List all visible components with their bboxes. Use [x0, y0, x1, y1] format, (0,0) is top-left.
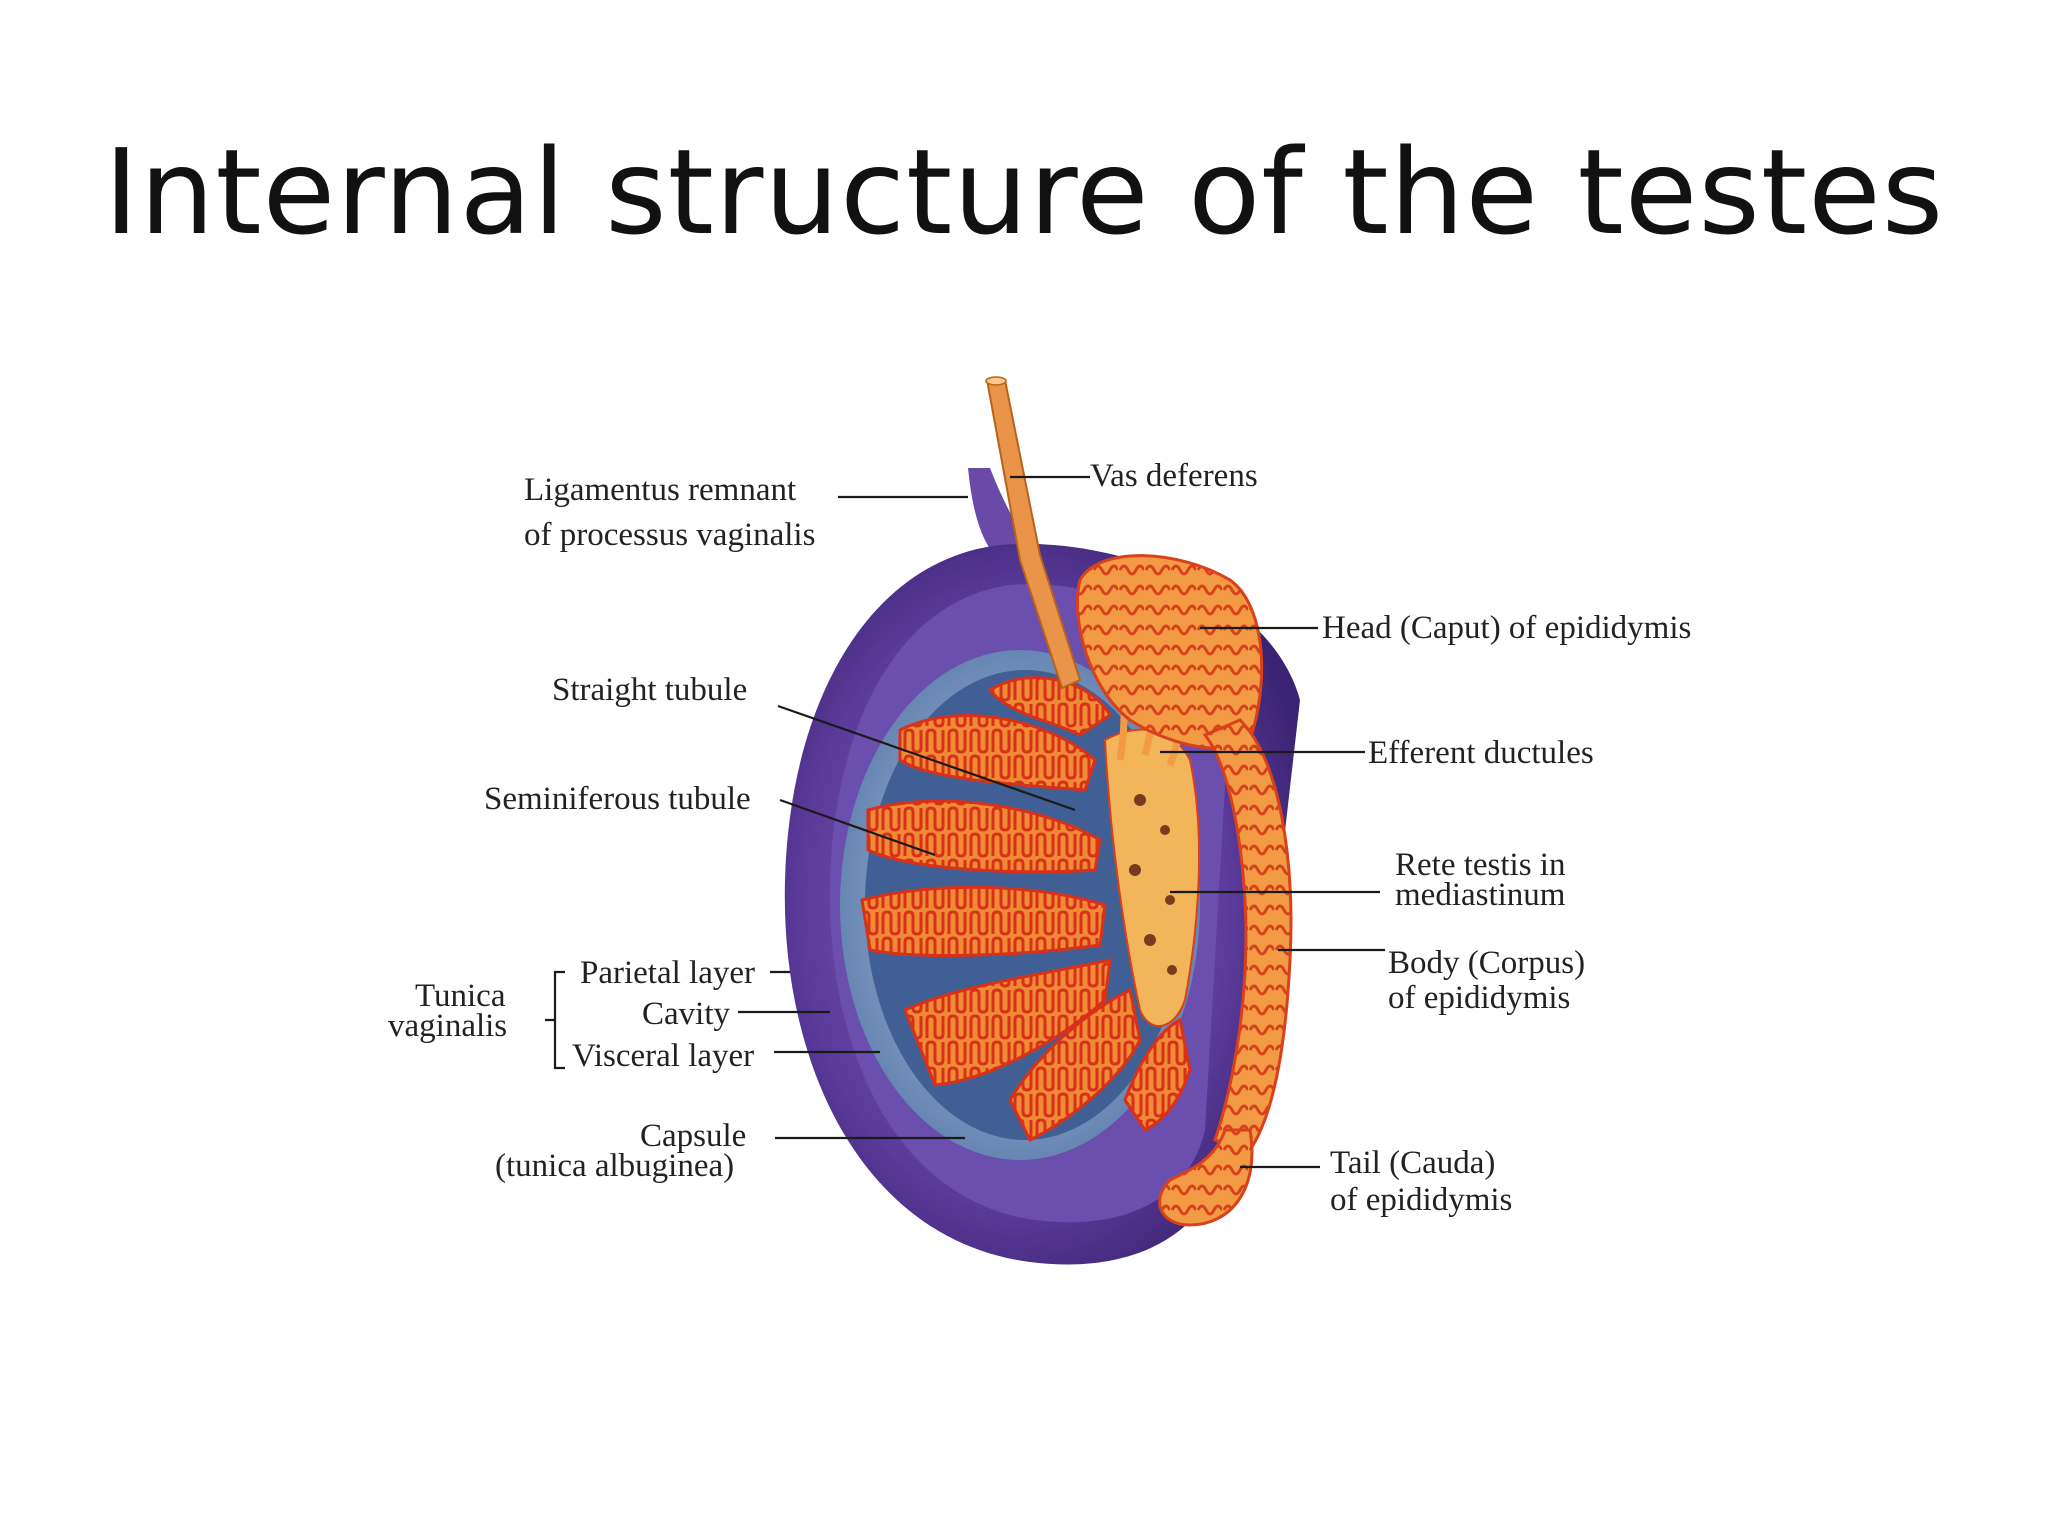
label-vas-deferens: Vas deferens [1090, 458, 1258, 494]
rete-testis [1103, 728, 1201, 1027]
lobule-1 [987, 676, 1112, 737]
lobule-5 [903, 958, 1112, 1087]
lobule-3 [866, 799, 1102, 874]
label-rete-line2: mediastinum [1395, 877, 1566, 913]
label-tail-line1: Tail (Cauda) [1330, 1145, 1495, 1181]
lobule-4 [860, 885, 1107, 957]
label-efferent-ductules: Efferent ductules [1368, 735, 1594, 771]
label-tail-line2: of epididymis [1330, 1182, 1512, 1218]
bracket-tunica [545, 970, 565, 1070]
label-tunica-line1: Tunica [415, 978, 506, 1014]
label-visceral-layer: Visceral layer [572, 1038, 754, 1074]
label-ligamentus-line2: of processus vaginalis [524, 517, 815, 553]
lobule-6 [1008, 987, 1142, 1143]
leader-lines [545, 475, 1385, 1169]
label-rete-line1: Rete testis in [1395, 847, 1565, 883]
label-parietal-layer: Parietal layer [580, 955, 755, 991]
leader-straight-tubule [777, 704, 1076, 812]
lobule-7 [1123, 1017, 1192, 1132]
lobule-2 [898, 714, 1097, 792]
leader-seminiferous [779, 798, 936, 857]
label-body-line1: Body (Corpus) [1388, 945, 1585, 981]
label-straight-tubule: Straight tubule [552, 672, 747, 708]
label-head-epididymis: Head (Caput) of epididymis [1322, 610, 1691, 646]
label-cavity: Cavity [642, 996, 730, 1032]
label-tunica-line2: vaginalis [388, 1008, 507, 1044]
vas-deferens-opening [985, 376, 1007, 386]
label-capsule-line1: Capsule [640, 1118, 746, 1154]
label-ligamentus-line1: Ligamentus remnant [524, 472, 796, 508]
label-seminiferous-tubule: Seminiferous tubule [484, 781, 751, 817]
seminiferous-lobules [860, 676, 1192, 1143]
rete-channels [1129, 794, 1177, 975]
diagram-labels: Ligamentus remnant of processus vaginali… [388, 458, 1691, 1218]
slide-title: Internal structure of the testes [103, 123, 1945, 261]
epididymis-tail [1158, 1128, 1254, 1227]
label-body-line2: of epididymis [1388, 980, 1570, 1016]
label-capsule-line2: (tunica albuginea) [495, 1148, 734, 1184]
